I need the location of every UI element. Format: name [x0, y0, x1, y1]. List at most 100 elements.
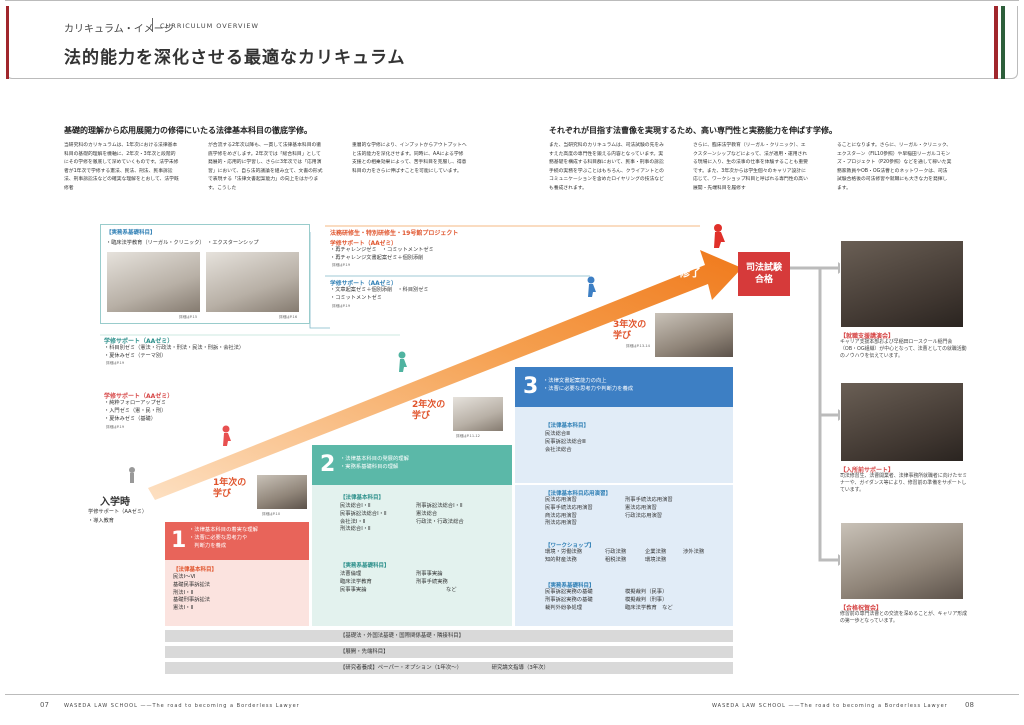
runner-teal-icon	[398, 351, 407, 372]
stage1-header: 1 ・法律基本科目の着実な理解 ・法曹に必要な思考力や 判断力を養成	[165, 522, 309, 560]
stage3-num: 3	[523, 374, 539, 399]
support-left-head2: 学修サポート（AAゼミ）	[104, 393, 174, 400]
year3-label: 3年次の 学び	[613, 320, 647, 341]
year1-label: 1年次の 学び	[213, 478, 247, 499]
runner-blue-icon	[587, 276, 596, 297]
support-left-ref1: 詳細はP.19	[106, 361, 125, 365]
stage3-ws-item: 租税法務	[605, 556, 627, 563]
projects-support-a-ref: 詳細はP.19	[332, 263, 351, 267]
projects-support-b-head: 学修サポート（AAゼミ）	[330, 281, 397, 287]
projects-support-a-item: ・再チャレンジ文書起案ゼミ＋個別添削	[330, 255, 424, 261]
projects-support-b-items: ・文章起案ゼミ＋個別添削 ・科目別ゼミ ・コミットメントゼミ	[330, 286, 429, 302]
stage3-ws1: 環境・労働法務 知的財産法務	[545, 549, 582, 565]
bar-exam-box: 司法試験 合格	[738, 252, 790, 296]
bar-research: 【研究者養成】ペーパー・オプション（1年次〜） 研究論文指導（3年次）	[165, 662, 733, 674]
side-c1-text: キャリア支援本部および早稲田ロースクール稲門会（OB・OG組織）が中心となって、…	[840, 339, 967, 359]
support-left-item: ・純粋フォローアップゼミ	[104, 400, 167, 406]
kicker-separator	[152, 18, 153, 32]
stage3-ws3: 企業法務 環境法務	[645, 549, 666, 565]
stage2-col3: 法曹倫理 臨床法学教育 民事事実論	[340, 571, 372, 594]
connector-practical	[309, 232, 330, 329]
stage3-item: 裁判外紛争処理	[545, 604, 583, 611]
stage2-item: 民事事実論	[340, 586, 367, 593]
stage2-item: 刑事訴訟法総合Ⅰ・Ⅱ	[416, 503, 463, 509]
side-c2-head: 【入所前サポート】	[840, 467, 895, 474]
stage2-item: 法曹倫理	[340, 571, 362, 577]
seminar-photo	[840, 240, 964, 328]
year2-ref: 詳細はP.11-12	[456, 434, 480, 438]
support-left-item: ・科目別ゼミ（憲法・行政法・刑法・民法・刑訴・会社法）	[104, 345, 245, 351]
intro-right-col3: ることになります。さらに、リーガル・クリニック、エクスターン（FIL10参照）や…	[837, 143, 952, 191]
stage2-col2: 刑事訴訟法総合Ⅰ・Ⅱ 憲法総合 行政法・行政法総合	[416, 503, 464, 526]
stage3-col2: 刑事手続法応用演習 憲法応用演習 行政法応用演習	[625, 497, 673, 520]
practical-items: ・臨床法学教育（リーガル・クリニック） ・エクスターンシップ	[106, 240, 259, 246]
stage3-item: 会社法総合	[545, 446, 572, 453]
stage1-items: 民法Ⅰ〜Ⅵ 基礎民事訴訟法 刑法Ⅰ・Ⅱ 基礎刑事訴訟法 憲法Ⅰ・Ⅱ	[173, 574, 210, 613]
support-left-item: ・夏休みゼミ（テーマ別）	[104, 353, 167, 359]
practical-label: 【実務系基礎科目】	[106, 230, 156, 236]
stage3-sub-head3: 【ワークショップ】	[545, 543, 595, 549]
stage3-ws-item: 環境法務	[645, 556, 667, 563]
stage3-item: 憲法応用演習	[625, 504, 657, 511]
stage3-item: 民事手続法応用演習	[545, 504, 593, 511]
header-top-rule	[5, 0, 1019, 6]
support-left-items1: ・科目別ゼミ（憲法・行政法・刑法・民法・刑訴・会社法） ・夏休みゼミ（テーマ別）	[104, 344, 244, 360]
footer-rule	[5, 694, 1019, 695]
header-accent-green	[1001, 6, 1005, 79]
kicker-jp: カリキュラム・イメージ	[64, 24, 174, 35]
progress-arrow	[148, 250, 742, 500]
stage2-item: 刑事事実論	[416, 571, 443, 577]
stage3-ws-item: 企業法務	[645, 549, 667, 555]
stage3-body-top: 【法律基本科目】 民法総合Ⅲ 民事訴訟法総合Ⅲ 会社法総合	[515, 407, 733, 483]
stage2-item: 民法総合Ⅰ・Ⅱ	[340, 503, 371, 509]
finish-label: 修了	[679, 266, 701, 279]
stage3-item: 民事訴訟法総合Ⅲ	[545, 438, 586, 445]
year1-photo	[256, 474, 308, 510]
runner-red-icon	[222, 425, 231, 446]
stage3-item: 商法応用演習	[545, 512, 577, 519]
page-title: 法的能力を深化させる最適なカリキュラム	[64, 48, 406, 68]
entry-title: 入学時	[100, 497, 130, 508]
stage3-col3: 民事訴訟実務の基礎 刑事訴訟実務の基礎 裁判外紛争処理	[545, 589, 593, 612]
stage1-item: 憲法Ⅰ・Ⅱ	[173, 605, 194, 612]
year2-label: 2年次の 学び	[412, 400, 446, 421]
intro-right-col1: また、当研究科のカリキュラムは、司法試験の先をみすえた高度の専門性を鍛える内容と…	[549, 143, 664, 191]
stage3-ws2: 行政法務 租税法務	[605, 549, 626, 565]
header-accent-red	[6, 6, 9, 79]
intro-left-lead: 基礎的理解から応用展開力の修得にいたる法律基本科目の徹底学修。	[64, 126, 312, 135]
stage3-col4: 模擬裁判（民事） 模擬裁判（刑事） 臨床法学教育 など	[625, 589, 673, 612]
practical-ref2: 詳細はP.16	[279, 315, 298, 319]
stage1-item: 民法Ⅰ〜Ⅵ	[173, 574, 196, 580]
stage3-ws-item: 知的財産法務	[545, 556, 577, 563]
stage3-item: 臨床法学教育 など	[625, 604, 673, 611]
year2-photo	[452, 396, 504, 432]
stage3-item: 刑事手続法応用演習	[625, 497, 673, 503]
support-left-item: ・夏休みゼミ（基礎）	[104, 416, 156, 422]
clinic-photo	[106, 251, 201, 313]
stage2-col1: 民法総合Ⅰ・Ⅱ 民事訴訟法総合Ⅰ・Ⅱ 会社法Ⅰ・Ⅱ 刑法総合Ⅰ・Ⅱ	[340, 503, 387, 534]
stage2-item: 臨床法学教育	[340, 578, 372, 585]
side-c3-head: 【合格祝賀会】	[840, 605, 883, 612]
stage3-items: 民法総合Ⅲ 民事訴訟法総合Ⅲ 会社法総合	[545, 431, 586, 454]
stage3-item: 刑事訴訟実務の基礎	[545, 596, 593, 603]
stage3-item: 民法応用演習	[545, 497, 577, 503]
stage3-item: 模擬裁判（民事）	[625, 589, 668, 595]
projects-support-b-item: ・文章起案ゼミ＋個別添削 ・科目別ゼミ	[330, 287, 429, 293]
stage1-body: 【法律基本科目】 民法Ⅰ〜Ⅵ 基礎民事訴訟法 刑法Ⅰ・Ⅱ 基礎刑事訴訟法 憲法Ⅰ…	[165, 560, 309, 626]
runner-gray-icon	[129, 467, 135, 483]
entry-sub: 学修サポート（AAゼミ）	[88, 509, 148, 515]
footer-left-page: 07	[40, 701, 49, 709]
footer-right-text: WASEDA LAW SCHOOL ——The road to becoming…	[712, 703, 948, 709]
year1-ref: 詳細はP.10	[262, 512, 281, 516]
stage2-sub-head: 【法律基本科目】	[340, 495, 385, 501]
stage1-item: 基礎刑事訴訟法	[173, 597, 211, 604]
support-left-ref2: 詳細はP.19	[106, 425, 125, 429]
celebration-photo	[840, 522, 964, 600]
stage3-body-bottom: 【法律基本科目応用演習】 民法応用演習 民事手続法応用演習 商法応用演習 刑法応…	[515, 485, 733, 626]
stage3-sub-head: 【法律基本科目】	[545, 423, 590, 429]
stage1-title: ・法律基本科目の着実な理解 ・法曹に必要な思考力や 判断力を養成	[189, 527, 258, 549]
header-accent-red-right	[994, 6, 998, 79]
bar-exam-label: 司法試験 合格	[745, 263, 782, 285]
stage3-item: 行政法応用演習	[625, 512, 663, 519]
